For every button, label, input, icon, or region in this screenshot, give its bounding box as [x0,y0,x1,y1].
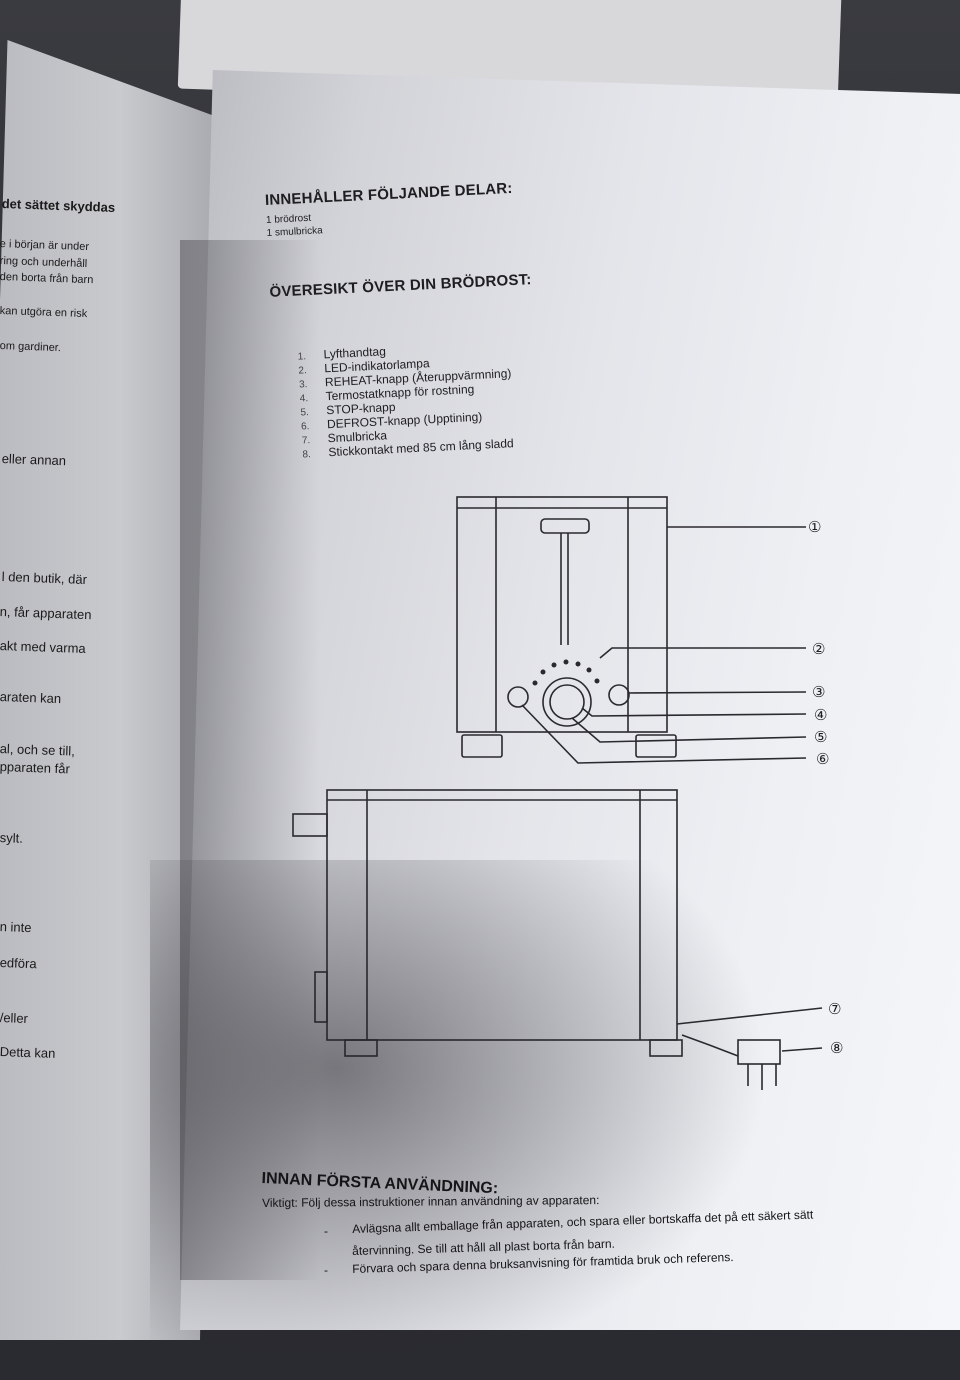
callout-6: ⑥ [816,750,829,768]
lift-handle [540,518,590,534]
led-dot [575,661,581,667]
led-dot [586,667,592,673]
leader-8 [781,1047,823,1052]
leader-5 [571,717,807,743]
callout-2: ② [812,640,825,658]
thermostat-knob-outer [542,677,592,727]
callout-5: ⑤ [814,728,827,746]
front-body [456,496,668,733]
led-dot [551,662,557,668]
toaster-diagram: ① ② ③ ④ ⑤ ⑥ ⑦ ⑧ [292,496,844,1057]
callout-4: ④ [814,706,827,724]
callout-3: ③ [812,683,825,701]
thermostat-knob-inner [549,684,585,720]
led-dot [532,680,538,686]
hand-shadow [150,860,770,1380]
front-foot-right [635,734,677,758]
callout-1: ① [808,518,821,536]
first-use-intro: Viktigt: Följ dessa instruktioner innan … [262,1193,600,1210]
first-use-bullet-mark-2: - [324,1263,328,1277]
leader-3 [628,691,807,694]
callout-7: ⑦ [828,1000,841,1018]
toaster-front-view [456,496,807,764]
front-foot-left [461,734,503,758]
defrost-button [507,686,529,708]
side-lever [292,813,328,837]
callout-numbers: ① ② ③ ④ ⑤ ⑥ ⑦ ⑧ [808,518,843,1057]
led-dot [563,659,569,665]
leader-4 [581,707,807,717]
leader-2 [599,647,806,659]
led-dot [594,678,600,684]
led-dot [540,669,546,675]
leader-6 [521,704,807,764]
first-use-bullet-mark-0: - [324,1224,328,1238]
reheat-button [608,684,630,706]
led-indicators [532,659,600,686]
callout-8: ⑧ [830,1039,843,1057]
